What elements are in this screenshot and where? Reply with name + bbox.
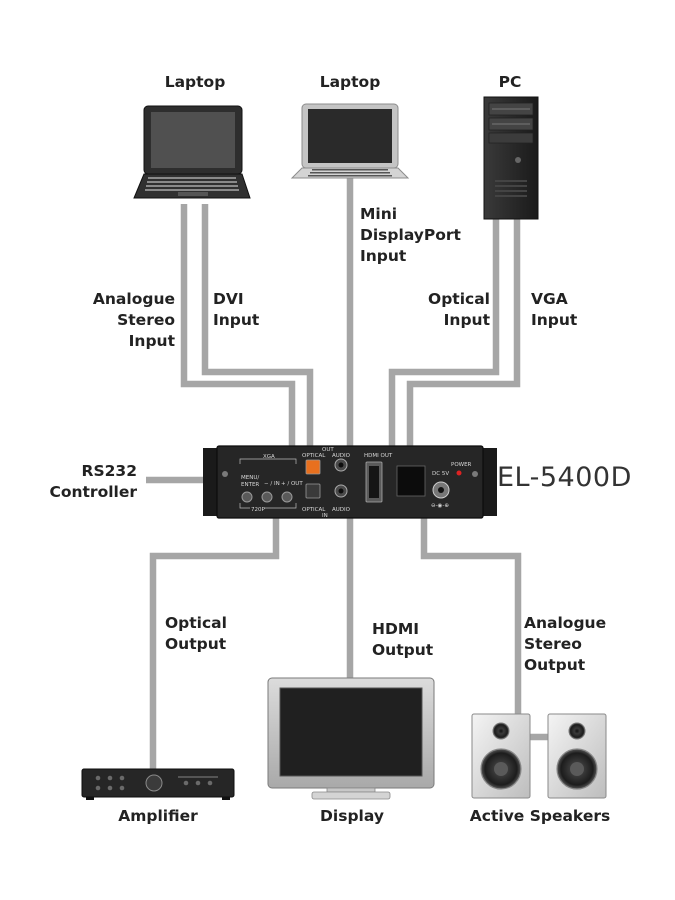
speakers-icon xyxy=(471,713,607,799)
label-line: Stereo xyxy=(524,635,582,653)
display-label: Display xyxy=(320,807,384,825)
label-line: Input xyxy=(213,311,260,329)
svg-text:OPTICAL: OPTICAL xyxy=(302,507,326,513)
svg-text:AUDIO: AUDIO xyxy=(332,453,351,459)
svg-text:⊖-◉-⊕: ⊖-◉-⊕ xyxy=(431,503,449,509)
svg-text:XGA: XGA xyxy=(263,454,275,460)
model-name: EL-5400D xyxy=(497,462,632,493)
label-line: RS232 xyxy=(81,462,137,480)
svg-text:ENTER: ENTER xyxy=(241,482,259,488)
svg-text:720P: 720P xyxy=(251,507,265,513)
pc-label: PC xyxy=(498,73,522,91)
label-line: Controller xyxy=(49,483,137,501)
cable-analogue-stereo-output xyxy=(420,518,522,714)
cable-analogue-stereo-input xyxy=(180,204,296,448)
label-line: Input xyxy=(443,311,490,329)
label-line: Input xyxy=(360,247,407,265)
label-line: DisplayPort xyxy=(360,226,461,244)
svg-text:DC 5V: DC 5V xyxy=(432,471,449,477)
svg-text:OUT: OUT xyxy=(322,447,334,453)
speaker-right xyxy=(547,713,607,799)
amplifier-label: Amplifier xyxy=(118,807,198,825)
svg-text:− / IN: − / IN xyxy=(264,481,280,487)
speaker-left xyxy=(471,713,531,799)
label-line: Optical xyxy=(428,290,490,308)
label-line: VGA xyxy=(531,290,568,308)
label-line: Input xyxy=(128,332,175,350)
cable-optical-output xyxy=(149,518,280,772)
display-icon xyxy=(267,677,435,800)
laptop-left-label: Laptop xyxy=(164,73,226,91)
label-line: Stereo xyxy=(117,311,175,329)
label-line: Output xyxy=(372,641,434,659)
label-line: Output xyxy=(524,656,586,674)
laptop-center-label: Laptop xyxy=(319,73,381,91)
laptop-center-icon xyxy=(290,103,410,179)
svg-text:MENU/: MENU/ xyxy=(241,475,259,481)
unit-buttons xyxy=(241,491,293,503)
label-line: Output xyxy=(165,635,227,653)
speakers-label: Active Speakers xyxy=(469,807,611,825)
label-line: Mini xyxy=(360,205,398,223)
label-line: DVI xyxy=(213,290,244,308)
amplifier-icon xyxy=(81,768,235,800)
svg-text:+ / OUT: + / OUT xyxy=(281,481,303,487)
label-line: Input xyxy=(531,311,578,329)
el-5400d-unit: XGA MENU/ ENTER − / IN + / OUT 720P OPTI… xyxy=(203,445,497,519)
svg-text:HDMI OUT: HDMI OUT xyxy=(364,453,393,459)
laptop-left-icon xyxy=(133,105,251,199)
label-line: Optical xyxy=(165,614,227,632)
cables xyxy=(146,174,548,772)
label-line: Analogue xyxy=(92,290,175,308)
svg-text:POWER: POWER xyxy=(451,462,472,468)
label-line: Analogue xyxy=(524,614,607,632)
cable-vga-input xyxy=(406,218,521,448)
svg-text:AUDIO: AUDIO xyxy=(332,507,351,513)
label-line: HDMI xyxy=(372,620,420,638)
svg-text:OPTICAL: OPTICAL xyxy=(302,453,326,459)
svg-text:IN: IN xyxy=(322,513,328,519)
pc-tower-icon xyxy=(483,96,539,220)
cable-dvi-input xyxy=(201,204,314,448)
cable-optical-input xyxy=(388,218,500,448)
